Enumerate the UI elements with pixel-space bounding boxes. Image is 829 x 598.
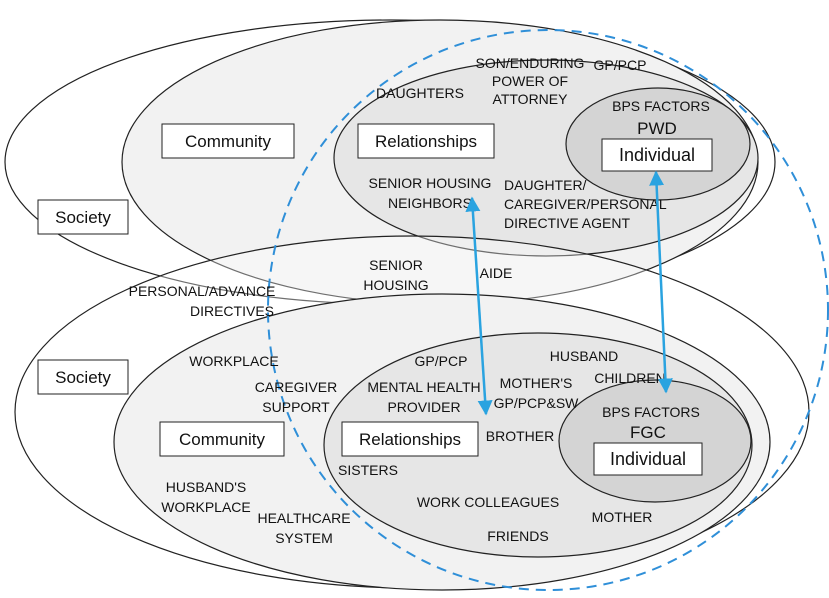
top-senior-housing-l2: HOUSING xyxy=(363,277,428,293)
bottom-society-label: Society xyxy=(55,368,111,387)
bottom-sisters: SISTERS xyxy=(338,462,398,478)
bottom-community-box xyxy=(159,421,285,457)
top-pad-l1: PERSONAL/ADVANCE xyxy=(129,283,276,299)
bottom-husbands-workplace-l2: WORKPLACE xyxy=(161,499,250,515)
top-senior-l2: NEIGHBORS xyxy=(388,195,472,211)
bottom-caregiver-support-l2: SUPPORT xyxy=(262,399,330,415)
bottom-children: CHILDREN xyxy=(594,370,666,386)
bottom-friends: FRIENDS xyxy=(487,528,548,544)
bottom-caregiver-support-l1: CAREGIVER xyxy=(255,379,337,395)
top-gp: GP/PCP xyxy=(594,57,647,73)
bottom-husbands-workplace-l1: HUSBAND'S xyxy=(166,479,246,495)
bottom-relationships-box xyxy=(341,421,479,457)
bottom-mothers-gp-l1: MOTHER'S xyxy=(500,375,573,391)
arrow-pwd-to-fgc xyxy=(649,170,673,394)
bottom-work-colleagues: WORK COLLEAGUES xyxy=(417,494,559,510)
bottom-individual-box xyxy=(593,442,703,476)
top-relationships-label: Relationships xyxy=(375,132,477,151)
bottom-mhp-l2: PROVIDER xyxy=(387,399,460,415)
top-bps-label: BPS FACTORS xyxy=(612,98,710,114)
bottom-mhp-l1: MENTAL HEALTH xyxy=(367,379,480,395)
bottom-community-label: Community xyxy=(179,430,265,449)
top-individual-label: Individual xyxy=(619,145,695,165)
top-relationships-box xyxy=(357,123,495,159)
bottom-mothers-gp-l2: GP/PCP&SW xyxy=(494,395,580,411)
top-community-label: Community xyxy=(185,132,271,151)
top-senior-l1: SENIOR HOUSING xyxy=(369,175,492,191)
bottom-society-box xyxy=(37,359,129,395)
bottom-healthcare-l2: SYSTEM xyxy=(275,530,333,546)
bottom-workplace: WORKPLACE xyxy=(189,353,278,369)
top-aide: AIDE xyxy=(480,265,513,281)
top-society-box xyxy=(37,199,129,235)
top-senior-housing-l1: SENIOR xyxy=(369,257,423,273)
dashed-overlap-ellipse xyxy=(267,29,829,591)
top-pad-l2: DIRECTIVES xyxy=(190,303,274,319)
bottom-brother: BROTHER xyxy=(486,428,554,444)
bottom-gp: GP/PCP xyxy=(415,353,468,369)
top-daughter-l3: DIRECTIVE AGENT xyxy=(504,215,630,231)
top-individual-box xyxy=(601,138,713,172)
top-daughters: DAUGHTERS xyxy=(376,85,464,101)
top-son-l1: SON/ENDURING xyxy=(476,55,585,71)
top-daughter-l2: CAREGIVER/PERSONAL xyxy=(504,196,667,212)
bottom-bps-label: BPS FACTORS xyxy=(602,404,700,420)
top-son-l2: POWER OF xyxy=(492,73,568,89)
bottom-individual-label: Individual xyxy=(610,449,686,469)
bottom-mother: MOTHER xyxy=(592,509,653,525)
bottom-relationships-label: Relationships xyxy=(359,430,461,449)
top-community-box xyxy=(161,123,295,159)
top-son-l3: ATTORNEY xyxy=(493,91,569,107)
bottom-fgc-label: FGC xyxy=(630,423,666,442)
arrow-neighbors-to-mothers-gp xyxy=(465,196,493,416)
top-society-label: Society xyxy=(55,208,111,227)
bottom-healthcare-l1: HEALTHCARE xyxy=(257,510,350,526)
top-daughter-l1: DAUGHTER/ xyxy=(504,177,587,193)
bottom-husband: HUSBAND xyxy=(550,348,618,364)
top-pwd-label: PWD xyxy=(637,119,677,138)
